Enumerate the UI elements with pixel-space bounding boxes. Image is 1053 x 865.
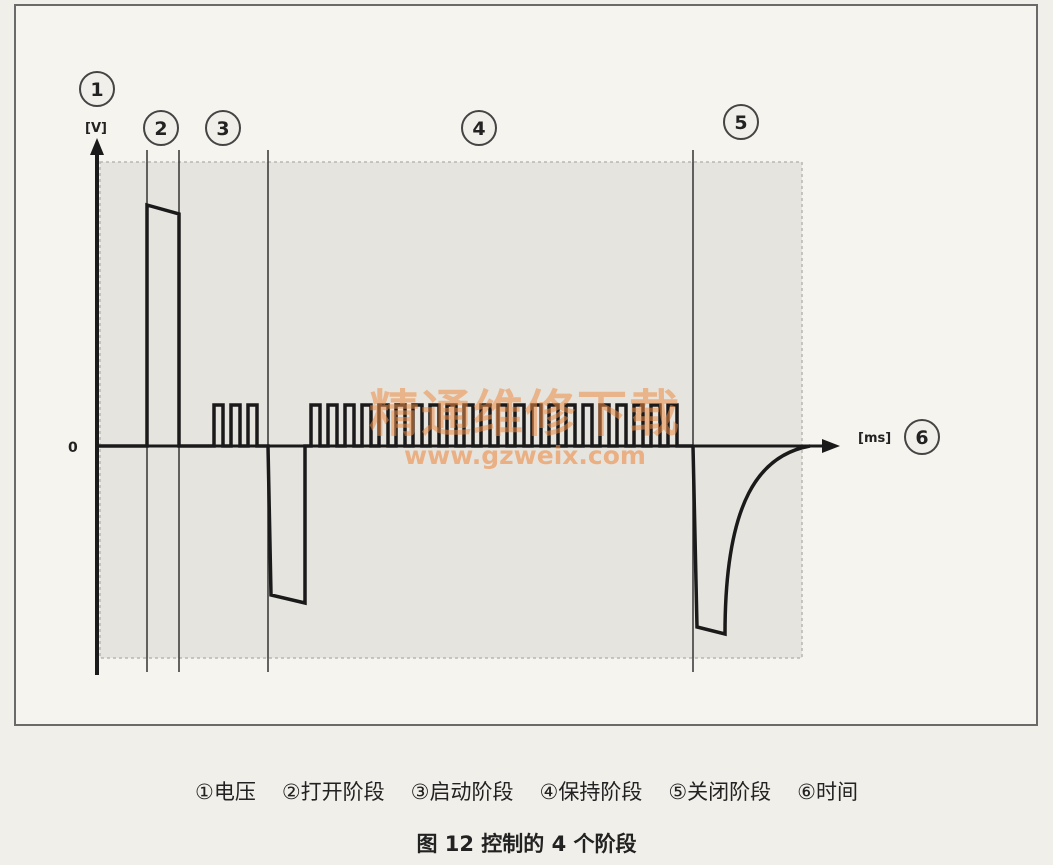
marker-6: 6 <box>904 419 940 455</box>
voltage-waveform <box>97 202 693 606</box>
legend-item-time: ⑥时间 <box>797 780 858 804</box>
marker-4-label: 4 <box>472 118 485 140</box>
marker-4: 4 <box>461 110 497 146</box>
legend-item-holding: ④保持阶段 <box>539 780 643 804</box>
waveform-diagram: 1 2 3 4 5 6 [V] [ms] 0 <box>68 71 940 675</box>
y-axis-arrow <box>90 138 104 155</box>
legend: ①电压 ②打开阶段 ③启动阶段 ④保持阶段 ⑤关闭阶段 ⑥时间 <box>0 776 1053 816</box>
marker-2: 2 <box>143 110 179 146</box>
marker-5: 5 <box>723 104 759 140</box>
figure-caption: 图 12 控制的 4 个阶段 <box>416 832 637 856</box>
x-axis-arrow <box>822 439 840 453</box>
marker-6-label: 6 <box>915 427 928 449</box>
marker-1: 1 <box>79 71 115 107</box>
x-unit-label: [ms] <box>858 431 891 446</box>
zero-label: 0 <box>68 440 78 456</box>
marker-5-label: 5 <box>734 112 747 134</box>
marker-2-label: 2 <box>154 118 167 140</box>
shaded-region <box>99 161 803 659</box>
marker-3: 3 <box>205 110 241 146</box>
marker-3-label: 3 <box>216 118 229 140</box>
y-unit-label: [V] <box>85 121 107 136</box>
legend-item-startup: ③启动阶段 <box>410 780 514 804</box>
legend-item-voltage: ①电压 <box>195 780 256 804</box>
marker-1-label: 1 <box>90 79 103 101</box>
turn-off-spike <box>691 444 811 637</box>
legend-item-opening: ②打开阶段 <box>281 780 385 804</box>
legend-item-closing: ⑤关闭阶段 <box>668 780 772 804</box>
